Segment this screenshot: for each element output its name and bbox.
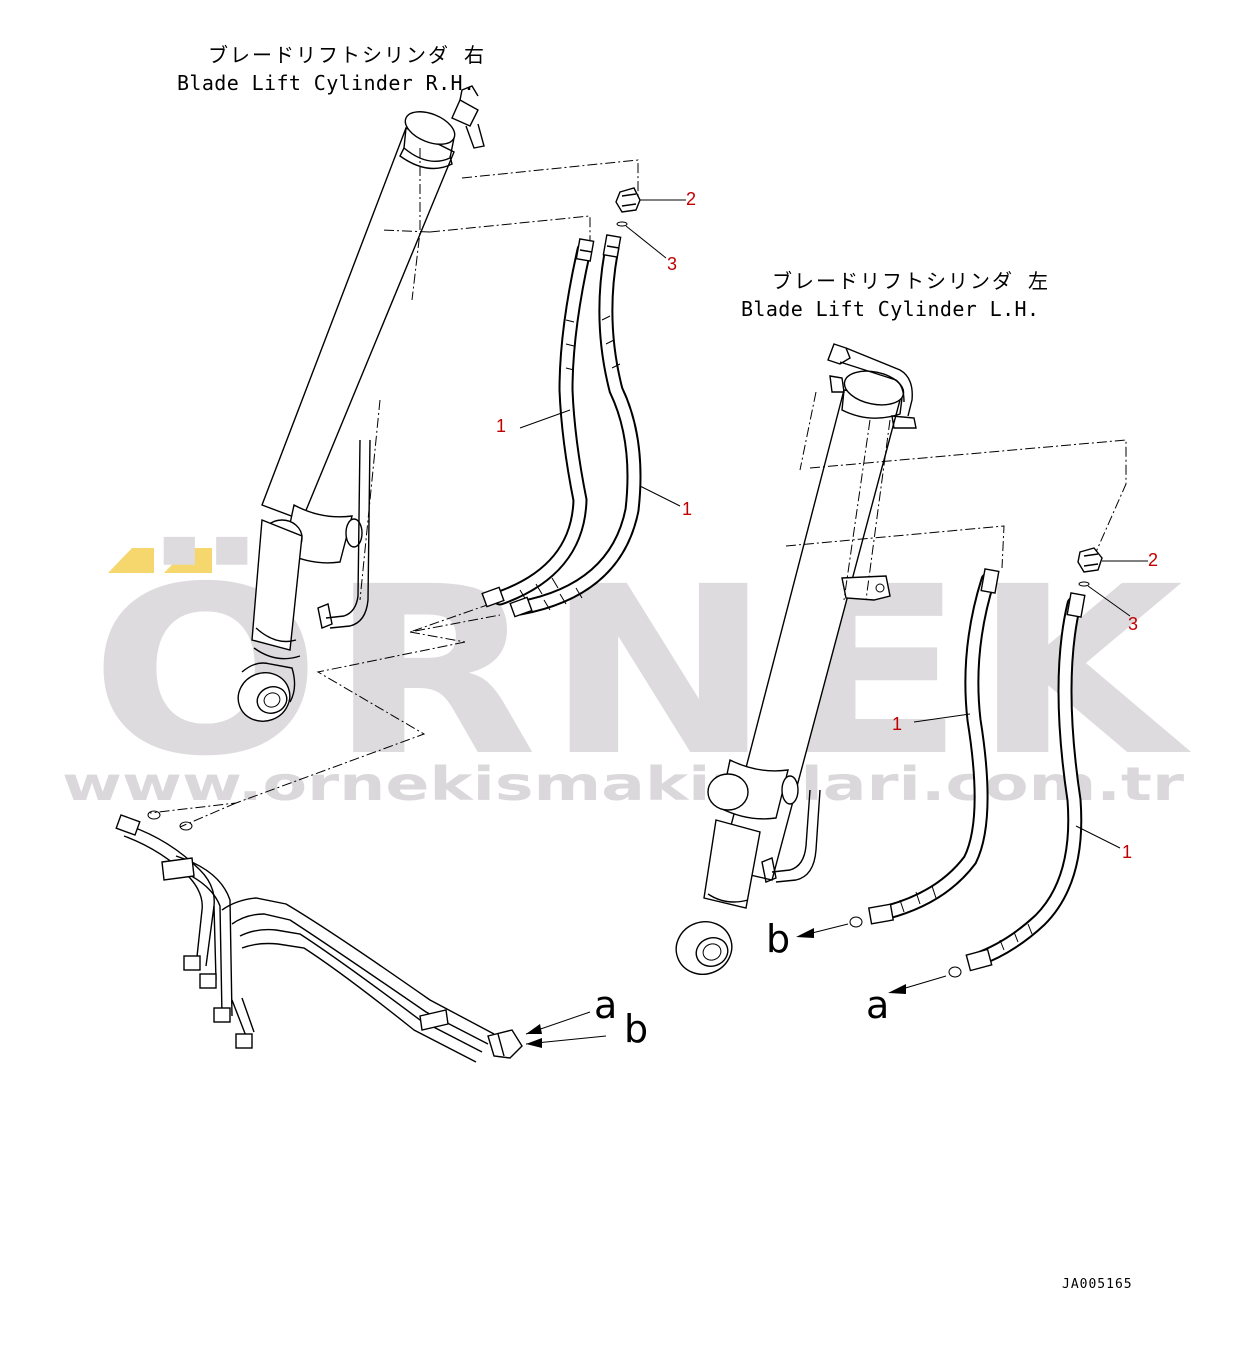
port-label-pipe-a: a	[594, 983, 617, 1027]
watermark-url: www.ornekismakinalari.com.tr	[62, 757, 1184, 811]
lh-title-en: Blade Lift Cylinder L.H.	[741, 297, 1041, 321]
port-label-pipe-b: b	[624, 1007, 648, 1051]
rh-hoses	[481, 234, 642, 618]
callout-rh-hose-b: 1	[682, 499, 692, 519]
callout-lh-hose-b: 1	[1122, 842, 1132, 862]
lh-title-jp: ブレードリフトシリンダ 左	[772, 269, 1050, 293]
rh-cylinder	[237, 85, 485, 722]
lh-leaders	[785, 391, 1127, 601]
callout-lh-hose-a: 1	[892, 714, 902, 734]
callout-rh-plug: 2	[686, 189, 696, 209]
lh-hoses	[867, 568, 1086, 972]
pipe-assembly	[115, 810, 607, 1063]
watermark: ÖRNEK www.ornekismakinalari.com.tr	[62, 536, 1185, 811]
rh-callout-leaders	[519, 409, 681, 507]
callout-lh-plug: 2	[1148, 550, 1158, 570]
rh-title-en: Blade Lift Cylinder R.H.	[177, 71, 477, 95]
rh-title-jp: ブレードリフトシリンダ 右	[208, 43, 486, 67]
lh-plug-oring	[1077, 547, 1148, 617]
lh-callout-leaders	[796, 713, 1121, 994]
watermark-accent-right	[164, 548, 212, 573]
rh-plug-oring	[615, 187, 686, 259]
callout-rh-oring: 3	[667, 254, 677, 274]
doc-id: JA005165	[1062, 1277, 1133, 1292]
lh-cylinder	[675, 343, 917, 975]
callout-rh-hose-a: 1	[496, 416, 506, 436]
port-label-lh-b: b	[766, 917, 790, 961]
callout-lh-oring: 3	[1128, 614, 1138, 634]
port-label-lh-a: a	[866, 983, 889, 1027]
watermark-accent-left	[108, 548, 154, 573]
